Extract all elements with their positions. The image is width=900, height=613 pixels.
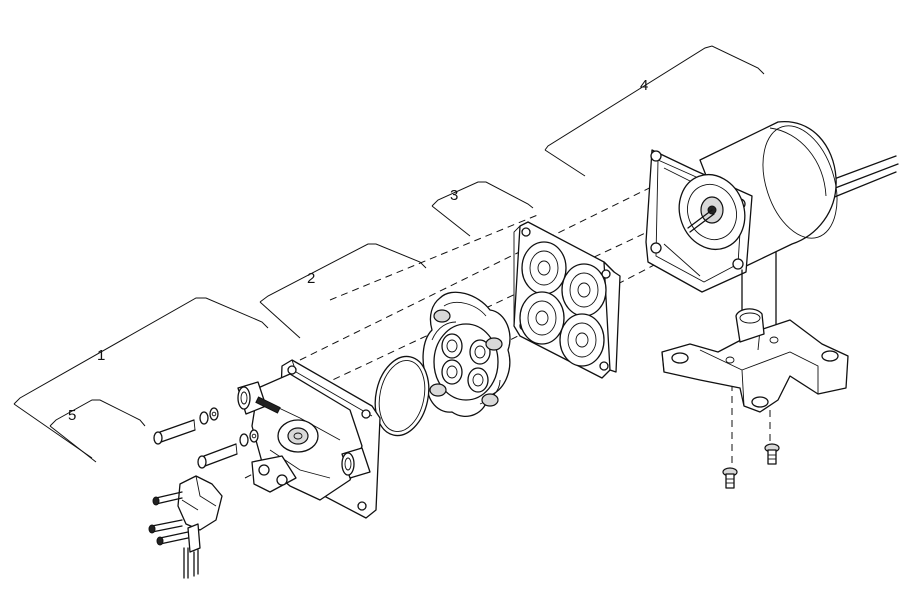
pump-head <box>237 359 381 519</box>
callout-bracket-1 <box>13 297 269 459</box>
long-screw-upper <box>153 407 219 445</box>
diaphragm-housing <box>513 221 621 379</box>
long-screw-lower <box>197 429 259 469</box>
callout-bracket-4 <box>544 45 765 177</box>
pressure-switch <box>148 475 223 579</box>
callout-bracket-3 <box>431 181 534 237</box>
base-screw-left <box>722 467 738 489</box>
base-bracket <box>661 308 849 413</box>
callout-number-5: 5 <box>68 407 76 424</box>
valve-assembly <box>422 291 511 417</box>
callout-bracket-2 <box>259 243 427 339</box>
callout-number-1: 1 <box>97 347 105 364</box>
motor-assembly <box>645 121 899 331</box>
base-screw-right <box>764 443 780 465</box>
o-ring-seal <box>374 355 430 437</box>
callout-number-2: 2 <box>307 270 315 287</box>
callout-number-3: 3 <box>450 187 458 204</box>
callout-number-4: 4 <box>640 77 648 94</box>
callout-bracket-5 <box>49 399 146 463</box>
